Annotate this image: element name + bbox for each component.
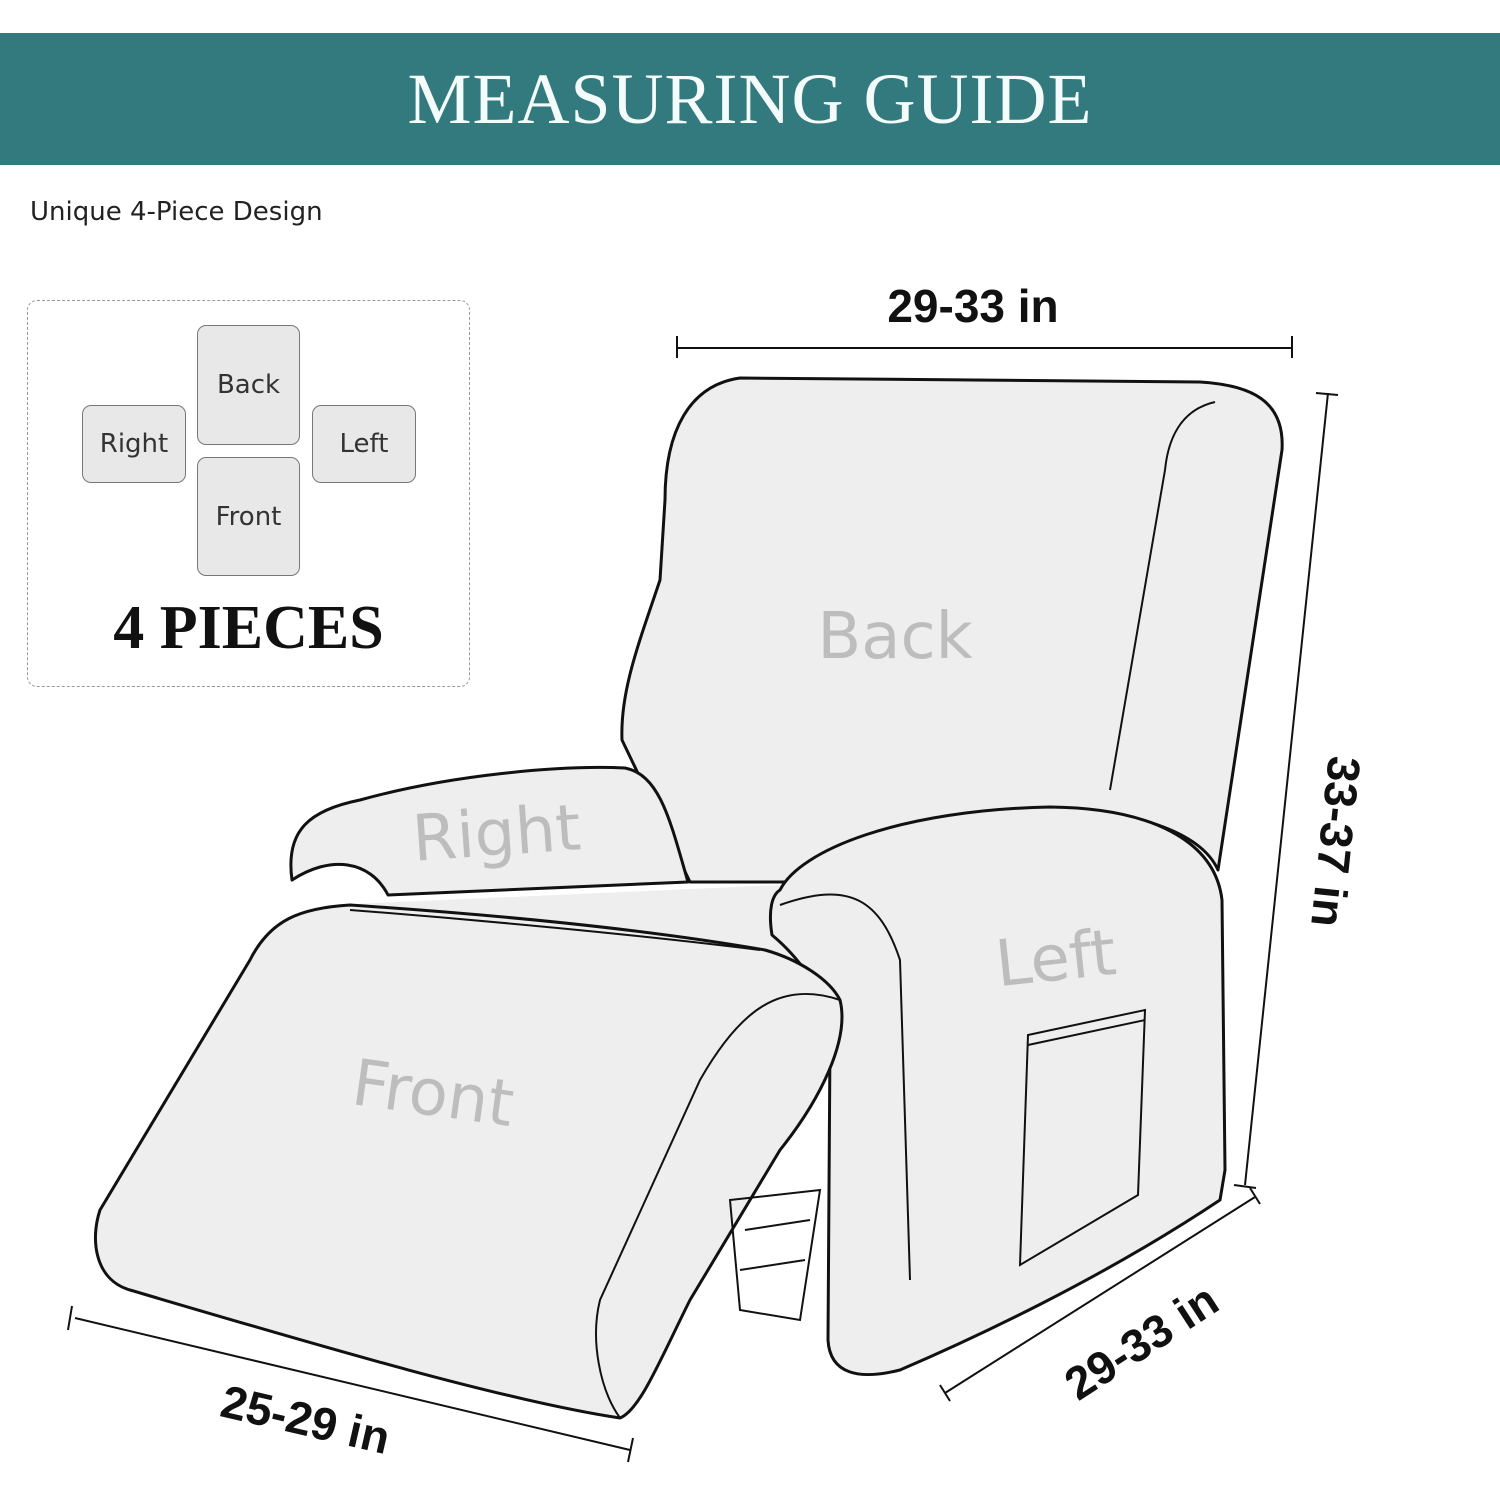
chair-outline-detail bbox=[1249, 1187, 1261, 1205]
dimension-back-width: 29-33 in bbox=[887, 280, 1058, 332]
pocket bbox=[1018, 1008, 1147, 1267]
piece-back: Back bbox=[197, 325, 300, 445]
dimension-height: 33-37 in bbox=[1301, 754, 1371, 930]
piece-right: Right bbox=[82, 405, 186, 483]
pieces-diagram: Back Right Left Front 4 PIECES bbox=[27, 300, 470, 687]
chair-outline-detail bbox=[944, 1196, 1256, 1394]
chair-outline-detail bbox=[1315, 392, 1339, 396]
chair-label-left: Left bbox=[992, 916, 1119, 1002]
header-banner: MEASURING GUIDE bbox=[0, 33, 1500, 165]
page-title: MEASURING GUIDE bbox=[407, 58, 1093, 139]
chair-outline-detail bbox=[74, 1317, 631, 1451]
chair-right-arm bbox=[289, 765, 690, 897]
chair-outline-detail bbox=[1109, 401, 1216, 791]
chair-outline-detail bbox=[1244, 392, 1329, 1186]
chair-outline-detail bbox=[728, 1188, 822, 1322]
chair-outline-detail bbox=[779, 893, 911, 1281]
chair-label-right: Right bbox=[410, 791, 583, 877]
dimension-depth: 29-33 in bbox=[1055, 1273, 1227, 1410]
chair-front-footrest bbox=[93, 903, 844, 1420]
chair-outline-detail bbox=[67, 1305, 73, 1331]
pieces-count: 4 PIECES bbox=[113, 594, 384, 662]
chair-outline-detail bbox=[1233, 1184, 1257, 1189]
chair-outline-detail bbox=[627, 1437, 634, 1463]
chair-outline-detail bbox=[939, 1384, 951, 1402]
subtitle: Unique 4-Piece Design bbox=[30, 197, 323, 227]
chair-outline-detail bbox=[93, 376, 1284, 1420]
chair-outline-detail bbox=[595, 992, 841, 1419]
chair-outline-detail bbox=[349, 401, 1216, 1419]
piece-front: Front bbox=[197, 457, 300, 576]
chair-label-back: Back bbox=[817, 600, 972, 674]
piece-left: Left bbox=[312, 405, 416, 483]
chair-left-arm bbox=[768, 805, 1227, 1377]
chair-outline-detail bbox=[1027, 1019, 1146, 1046]
dimension-arrows bbox=[67, 336, 1339, 1463]
chair-outline-detail bbox=[349, 909, 761, 951]
